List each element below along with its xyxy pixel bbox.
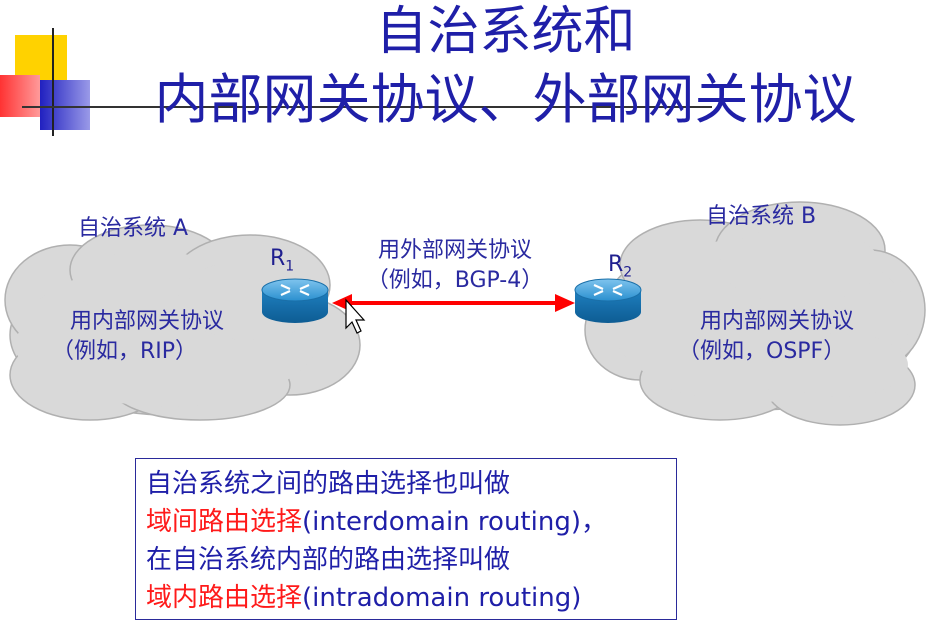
- egp-label: 用外部网关协议 （例如，BGP-4）: [366, 238, 544, 293]
- decor-square-blue: [40, 80, 90, 130]
- note-line3: 在自治系统内部的路由选择叫做: [146, 545, 511, 575]
- router-r1-label: R1: [270, 246, 295, 275]
- router-r1-icon: [261, 278, 329, 323]
- decor-square-red: [0, 75, 40, 117]
- routing-note-box: 自治系统之间的路由选择也叫做 域间路由选择(interdomain routin…: [135, 458, 677, 620]
- router-r2-label: R2: [608, 252, 633, 281]
- decor-vertical-line: [52, 28, 54, 136]
- router-r2-icon: [574, 278, 642, 323]
- as-b-name: 自治系统 B: [706, 204, 817, 229]
- page-title-line1: 自治系统和: [375, 2, 636, 62]
- note-line4: 域内路由选择(intradomain routing): [146, 583, 582, 613]
- page-title-line2: 内部网关协议、外部网关协议: [154, 68, 857, 131]
- note-line1: 自治系统之间的路由选择也叫做: [146, 469, 511, 499]
- title-underline: [22, 106, 712, 108]
- ebgp-link: [332, 294, 575, 312]
- as-a-igp-label: 用内部网关协议 （例如，RIP）: [52, 309, 224, 364]
- as-b-igp-label: 用内部网关协议 （例如，OSPF）: [678, 309, 854, 364]
- as-a-name: 自治系统 A: [78, 216, 189, 241]
- mouse-cursor-icon: [345, 298, 366, 334]
- note-line2: 域间路由选择(interdomain routing)，: [146, 507, 607, 537]
